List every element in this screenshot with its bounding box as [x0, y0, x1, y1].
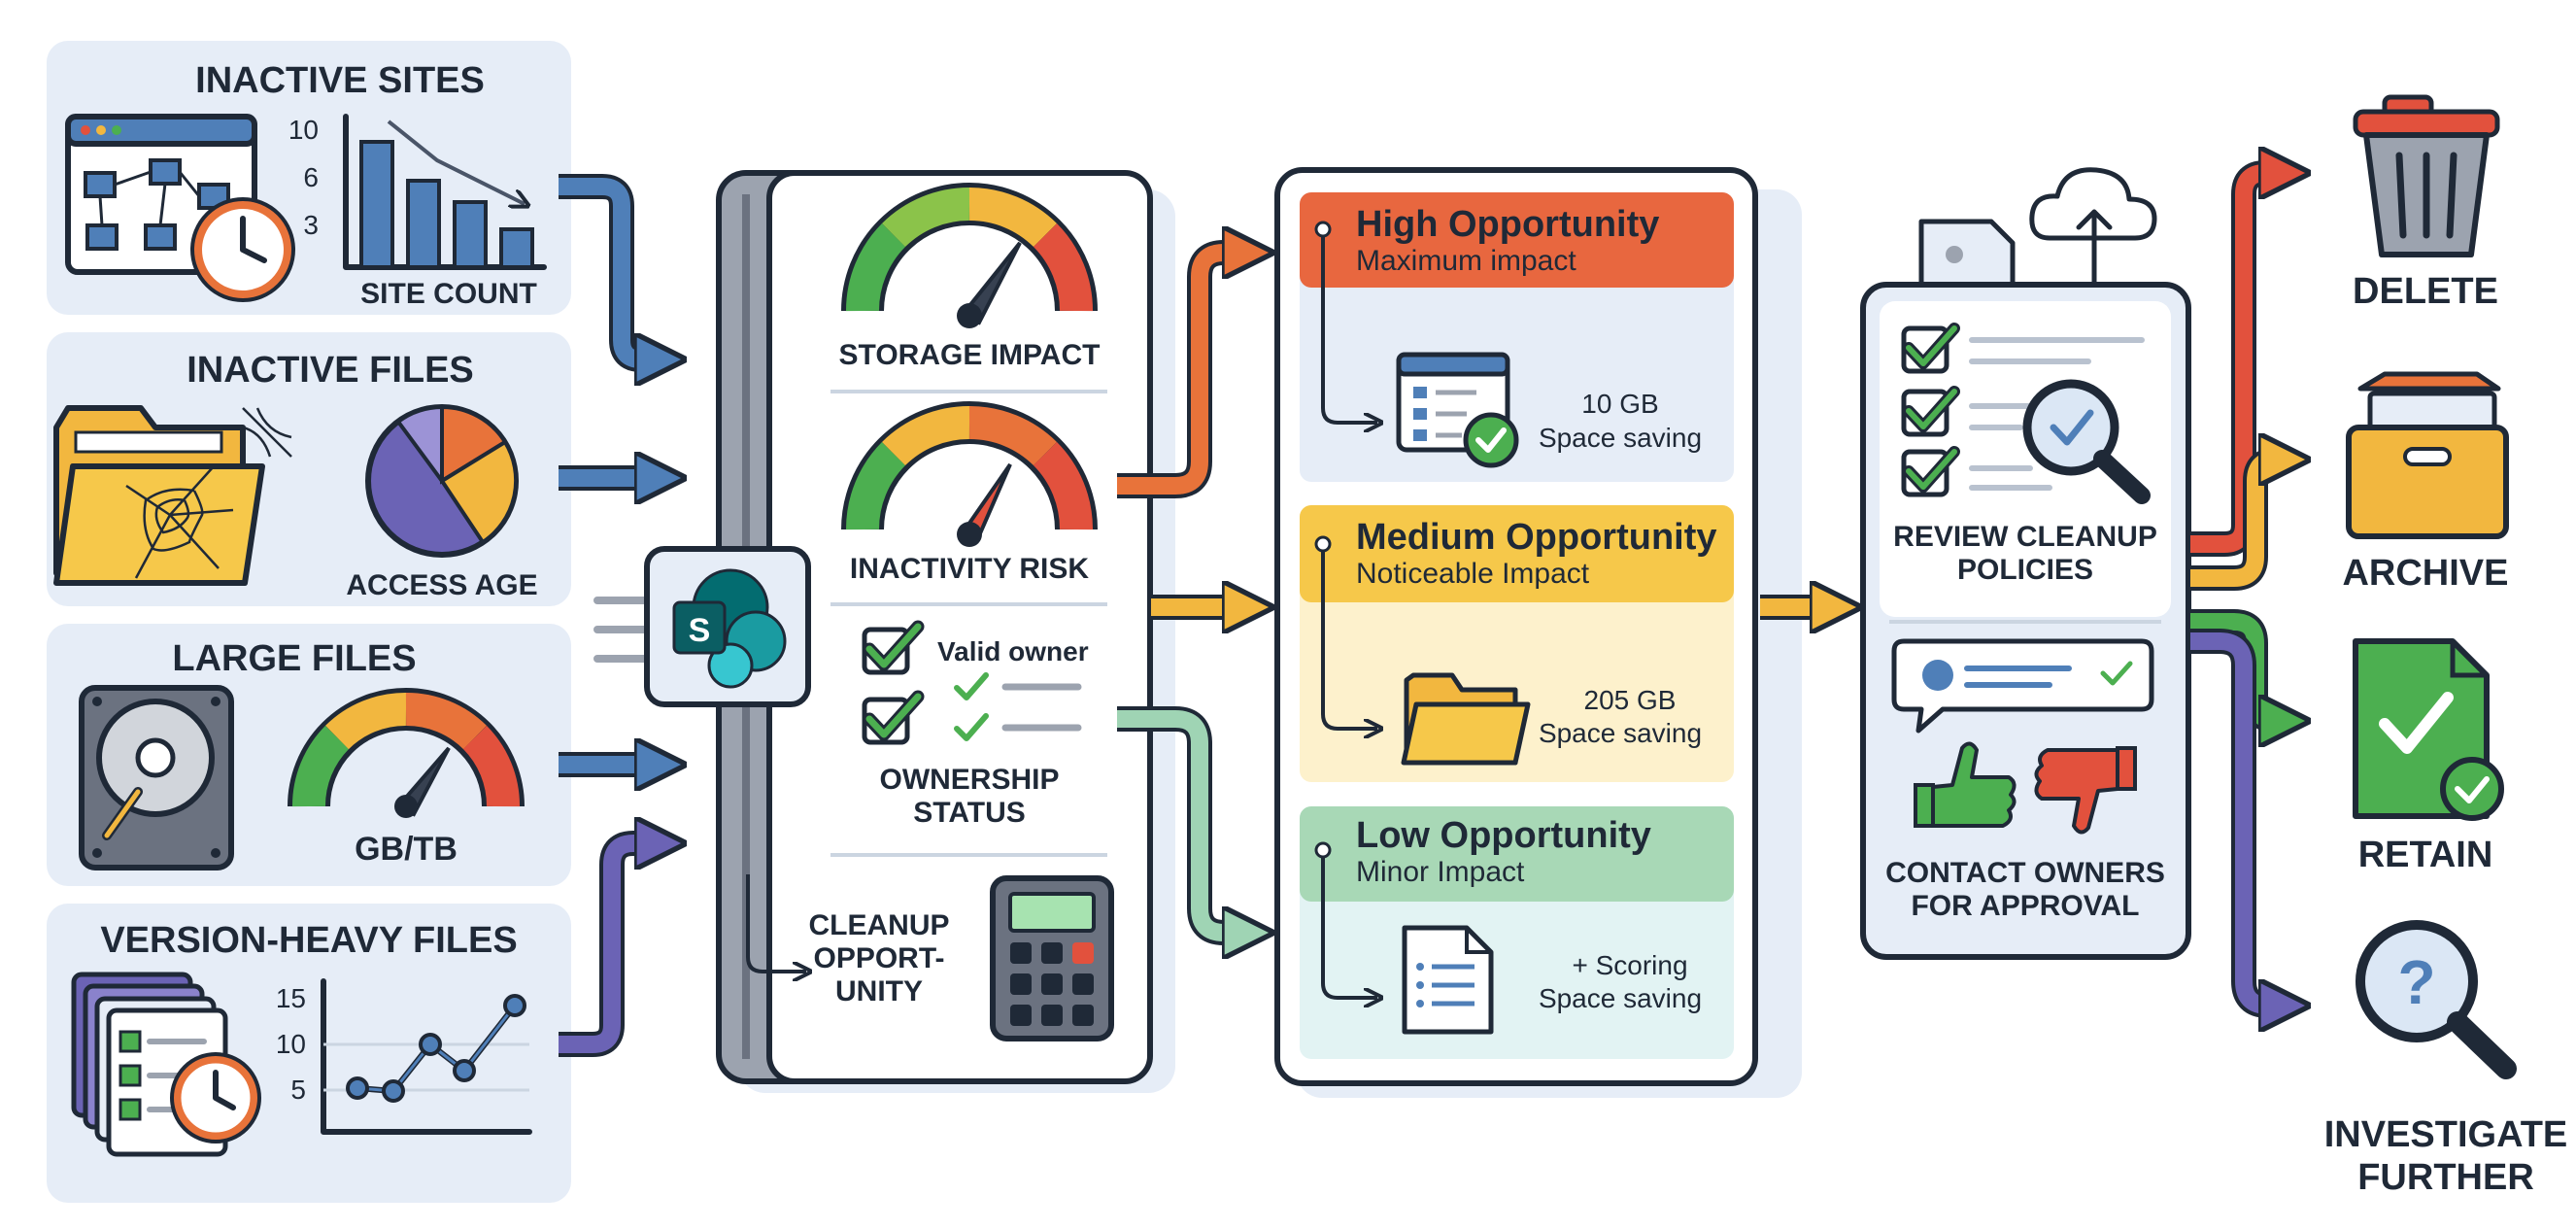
- outcome-delete: DELETE: [2353, 94, 2500, 312]
- site-count-caption: SITE COUNT: [360, 278, 537, 310]
- magnifier-check-icon: [2022, 379, 2151, 504]
- site-axis-label-10: 10: [288, 115, 319, 145]
- outcome-investigate: ? INVESTIGATE FURTHER: [2324, 920, 2568, 1198]
- storage-impact-gauge-icon: [841, 183, 1098, 328]
- site-bar-3: [453, 200, 488, 269]
- source-version-heavy-files: VERSION-HEAVY FILES 15 10 5: [47, 904, 571, 1203]
- source-inactive-sites: INACTIVE SITES 10 6 3 SIT: [47, 41, 571, 315]
- chat-bubble-icon: [1891, 638, 2154, 734]
- gb-tb-caption: GB/TB: [355, 831, 458, 868]
- site-bar-1: [359, 140, 394, 269]
- investigate-line2: FURTHER: [2357, 1157, 2534, 1198]
- retain-document-icon: [2353, 638, 2504, 821]
- version-axis-label-10: 10: [276, 1029, 306, 1059]
- version-point-1: [346, 1076, 369, 1100]
- high-space-saving-label: Space saving: [1539, 423, 1702, 453]
- high-amount: 10 GB: [1581, 389, 1658, 419]
- thumbs-down-icon: [2034, 746, 2137, 835]
- clock-icon: [190, 197, 295, 302]
- outcome-archive: ARCHIVE: [2342, 371, 2509, 594]
- review-panel: REVIEW CLEANUP POLICIES CONTACT OWNERS F…: [1860, 167, 2191, 960]
- contact-owners-line1: CONTACT OWNERS: [1885, 857, 2165, 889]
- size-gauge-icon: GB/TB: [288, 688, 525, 868]
- low-opportunity-title: Low Opportunity: [1356, 815, 1651, 856]
- folder-icon: [1401, 672, 1531, 766]
- access-age-caption: ACCESS AGE: [346, 569, 537, 601]
- low-opportunity-card: Low Opportunity Minor Impact + Scoring S…: [1300, 806, 1734, 1059]
- analysis-to-opportunity-arrows: [1117, 253, 1248, 933]
- cleanup-opportunity-line1: CLEANUP: [808, 909, 949, 941]
- contact-owners-line2: FOR APPROVAL: [1911, 890, 2139, 922]
- version-clock-icon: [170, 1052, 261, 1144]
- document-list-icon: [1402, 925, 1494, 1035]
- cleanup-opportunity-line2: OPPORT-: [813, 942, 944, 974]
- medium-opportunity-title: Medium Opportunity: [1356, 517, 1717, 558]
- low-amount: + Scoring: [1572, 950, 1687, 980]
- version-line-chart: 15 10 5: [276, 978, 532, 1135]
- version-axis-label-5: 5: [290, 1075, 306, 1105]
- medium-opportunity-card: Medium Opportunity Noticeable Impact 205…: [1300, 505, 1734, 782]
- version-point-5: [503, 994, 526, 1017]
- delete-label: DELETE: [2353, 271, 2498, 312]
- version-heavy-title: VERSION-HEAVY FILES: [100, 920, 517, 961]
- site-axis-label-3: 3: [303, 210, 319, 240]
- storage-impact-label: STORAGE IMPACT: [839, 339, 1101, 371]
- ownership-status-line2: STATUS: [913, 797, 1026, 829]
- trash-can-icon: [2353, 94, 2500, 257]
- thumbs-up-icon: [1914, 741, 2017, 828]
- investigate-line1: INVESTIGATE: [2324, 1114, 2568, 1155]
- review-to-outcome-arrows: [2190, 173, 2285, 1006]
- inactivity-risk-gauge-icon: [841, 401, 1098, 547]
- ownership-checklist-icon: [862, 620, 1082, 745]
- hard-drive-icon: [79, 685, 234, 871]
- site-bar-2: [406, 179, 441, 269]
- version-point-2: [382, 1079, 405, 1103]
- outcome-retain: RETAIN: [2353, 638, 2504, 875]
- inactivity-risk-label: INACTIVITY RISK: [850, 553, 1089, 585]
- opportunity-panel: High Opportunity Maximum impact 10 GB Sp…: [1274, 167, 1802, 1098]
- cloud-upload-icon: [2029, 167, 2157, 292]
- sharepoint-logo-letter: S: [689, 612, 711, 649]
- sharepoint-connector: S: [593, 546, 811, 707]
- inactive-sites-title: INACTIVE SITES: [195, 60, 485, 101]
- large-files-title: LARGE FILES: [172, 638, 416, 679]
- low-opportunity-subtitle: Minor Impact: [1356, 856, 1525, 888]
- policy-checklist-icon: [1901, 323, 2145, 497]
- site-count-bar-chart: 10 6 3 SITE COUNT: [288, 114, 547, 310]
- question-mark-glyph: ?: [2397, 947, 2435, 1017]
- valid-owner-label: Valid owner: [937, 636, 1089, 666]
- high-opportunity-title: High Opportunity: [1356, 204, 1659, 245]
- archive-box-icon: [2346, 371, 2509, 539]
- magnifier-question-icon: ?: [2356, 920, 2517, 1079]
- ownership-status-line1: OWNERSHIP: [879, 764, 1059, 796]
- source-large-files: LARGE FILES GB/TB: [47, 624, 571, 886]
- retain-label: RETAIN: [2358, 835, 2493, 875]
- folder-cobweb-icon: [53, 405, 292, 586]
- source-inactive-files: INACTIVE FILES ACCESS AGE: [47, 332, 571, 606]
- version-point-3: [419, 1033, 442, 1056]
- low-space-saving-label: Space saving: [1539, 983, 1702, 1013]
- site-bar-4: [499, 227, 534, 269]
- sharepoint-logo-icon: S: [672, 568, 787, 689]
- site-axis-label-6: 6: [303, 162, 319, 192]
- cleanup-opportunity-line3: UNITY: [835, 975, 923, 1007]
- source-to-analysis-arrows: [559, 174, 661, 1057]
- medium-opportunity-subtitle: Noticeable Impact: [1356, 558, 1590, 590]
- high-opportunity-card: High Opportunity Maximum impact 10 GB Sp…: [1300, 192, 1734, 482]
- inactive-files-title: INACTIVE FILES: [186, 350, 474, 391]
- access-age-pie-chart: ACCESS AGE: [346, 404, 538, 601]
- calculator-icon: [990, 875, 1114, 1041]
- analysis-panel: STORAGE IMPACT INACTIVITY RISK Valid own…: [716, 170, 1175, 1093]
- version-point-4: [453, 1059, 476, 1082]
- browser-check-icon: [1396, 352, 1519, 468]
- medium-space-saving-label: Space saving: [1539, 718, 1702, 748]
- review-policies-line1: REVIEW CLEANUP: [1893, 521, 2157, 553]
- version-axis-label-15: 15: [276, 983, 306, 1013]
- archive-label: ARCHIVE: [2342, 553, 2508, 594]
- high-opportunity-subtitle: Maximum impact: [1356, 245, 1576, 277]
- document-icon: [1918, 219, 2016, 294]
- review-policies-line2: POLICIES: [1957, 554, 2093, 586]
- medium-amount: 205 GB: [1584, 685, 1677, 715]
